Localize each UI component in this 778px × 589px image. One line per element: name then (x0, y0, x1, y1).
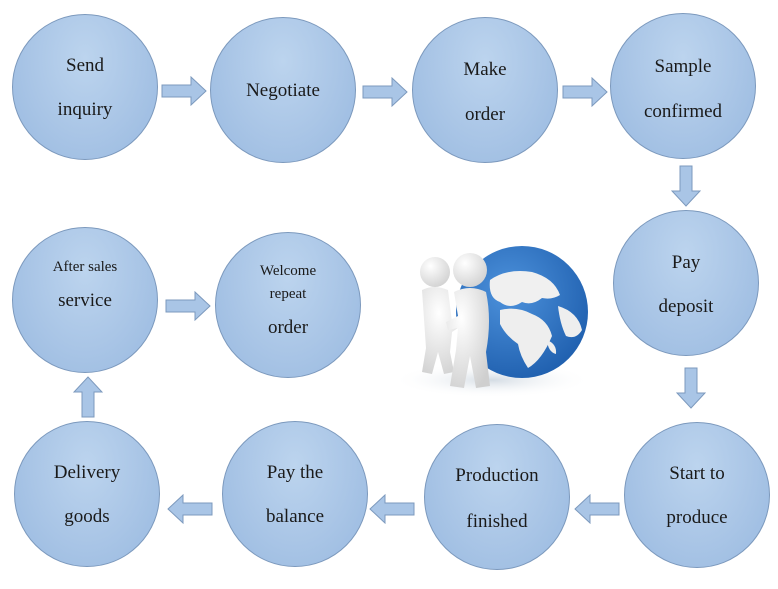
step-label-line: Make (463, 58, 507, 80)
arrow-down-icon (671, 165, 701, 207)
step-production-finished: Production finished (424, 424, 570, 570)
step-label-line: goods (64, 505, 110, 527)
arrow-left-icon (167, 494, 213, 524)
step-send-inquiry: Send inquiry (12, 14, 158, 160)
step-label-line: Delivery (53, 461, 121, 483)
step-negotiate: Negotiate (210, 17, 356, 163)
step-label-line: Sample (654, 55, 712, 77)
step-pay-the-balance: Pay the balance (222, 421, 368, 567)
person-right-icon (446, 253, 490, 388)
step-label-line: balance (265, 505, 324, 527)
globe-icon (456, 246, 588, 378)
step-label-line: repeat (269, 285, 307, 302)
step-label-line: confirmed (643, 100, 723, 122)
arrow-up-icon (73, 376, 103, 418)
step-label-line: order (267, 316, 309, 338)
step-label-line: inquiry (57, 98, 113, 120)
arrow-right-icon (362, 77, 408, 107)
step-label-line: Start to (669, 462, 725, 484)
step-label-line: deposit (658, 295, 714, 317)
arrow-right-icon (165, 291, 211, 321)
step-label-line: Welcome (259, 262, 317, 279)
person-left-icon (420, 257, 470, 374)
step-after-sales-service: After sales service (12, 227, 158, 373)
step-label-line: Production (455, 464, 539, 486)
step-label-line: Pay the (266, 461, 324, 483)
handshake-globe-illustration (392, 246, 592, 398)
step-pay-deposit: Pay deposit (613, 210, 759, 356)
arrow-left-icon (369, 494, 415, 524)
step-sample-confirmed: Sample confirmed (610, 13, 756, 159)
step-label-line: produce (666, 506, 728, 528)
step-label-line: finished (466, 510, 528, 532)
step-label-line: Negotiate (246, 79, 320, 101)
step-label-line: order (464, 103, 506, 125)
arrow-left-icon (574, 494, 620, 524)
step-label-line: Pay (671, 251, 701, 273)
step-label-line: Send (66, 54, 104, 76)
step-label-line: service (58, 289, 112, 311)
step-make-order: Make order (412, 17, 558, 163)
step-delivery-goods: Delivery goods (14, 421, 160, 567)
step-start-to-produce: Start to produce (624, 422, 770, 568)
arrow-right-icon (161, 76, 207, 106)
arrow-right-icon (562, 77, 608, 107)
arrow-down-icon (676, 367, 706, 409)
step-label-line: After sales (52, 258, 118, 275)
step-welcome-repeat-order: Welcome repeat order (215, 232, 361, 378)
